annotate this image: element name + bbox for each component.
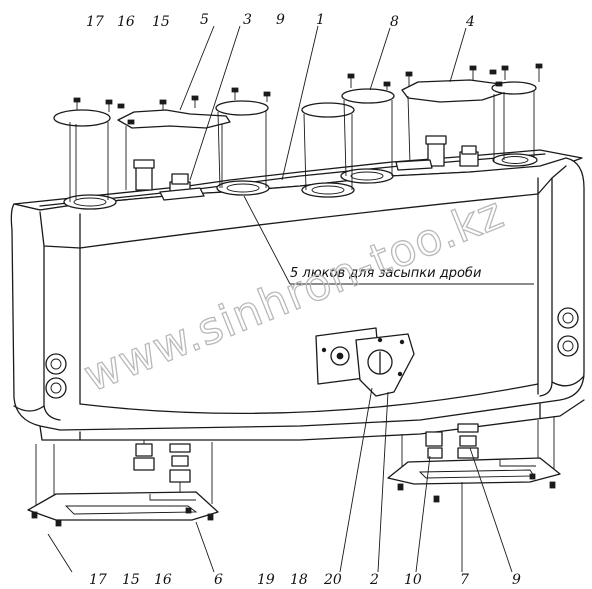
bottom-plates [27, 457, 561, 527]
annotation-group: 5 люков для засыпки дроби [243, 195, 534, 285]
lock-panel [315, 327, 415, 397]
side-handles [45, 307, 579, 399]
screws [73, 63, 543, 125]
callout-bottom-2: 2 [369, 572, 379, 588]
callout-bottom-6: 6 [214, 572, 223, 588]
callout-top-3: 3 [243, 12, 252, 28]
callout-top-1: 1 [316, 12, 325, 28]
bottom-callouts: 17 15 16 6 19 18 20 2 10 7 9 [89, 572, 521, 588]
callout-top-15: 15 [152, 14, 170, 30]
callout-bottom-20: 20 [323, 572, 342, 588]
annotation-text: 5 люков для засыпки дроби [290, 266, 481, 281]
callout-bottom-18: 18 [290, 572, 308, 588]
callout-top-9: 9 [276, 12, 285, 28]
callout-top-16: 16 [117, 14, 135, 30]
callout-top-5: 5 [200, 12, 209, 28]
hatch-covers [53, 79, 537, 202]
top-fittings [133, 135, 479, 201]
bottom-bolt-stacks [35, 416, 555, 508]
callout-bottom-9: 9 [512, 572, 521, 588]
callout-bottom-16: 16 [154, 572, 172, 588]
callout-bottom-19: 19 [257, 572, 275, 588]
callout-top-17: 17 [86, 14, 104, 30]
callout-top-8: 8 [390, 14, 399, 30]
callout-top-4: 4 [465, 14, 475, 30]
callout-bottom-7: 7 [460, 572, 469, 588]
leader-lines [47, 25, 513, 573]
callout-bottom-10: 10 [404, 572, 422, 588]
callout-bottom-17: 17 [89, 572, 107, 588]
callout-bottom-15: 15 [122, 572, 140, 588]
top-callouts: 17 16 15 5 3 9 1 8 4 [86, 12, 475, 30]
